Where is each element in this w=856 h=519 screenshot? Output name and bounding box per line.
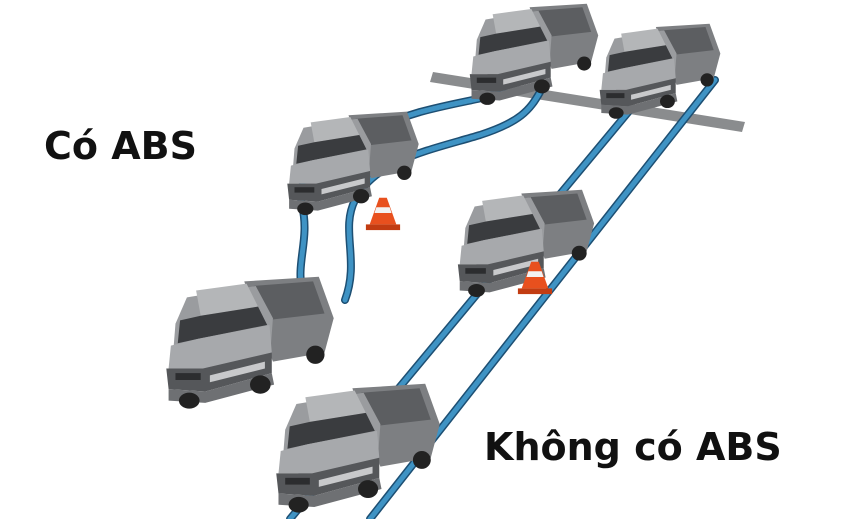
- traffic-cone-icon: [365, 197, 401, 231]
- without-abs-label: Không có ABS: [484, 425, 782, 469]
- truck-icon: [469, 3, 599, 105]
- truck-icon: [287, 111, 419, 216]
- truck-icon: [166, 276, 334, 409]
- with-abs-label: Có ABS: [44, 124, 197, 168]
- truck-icon: [599, 23, 721, 119]
- truck-icon: [276, 383, 440, 513]
